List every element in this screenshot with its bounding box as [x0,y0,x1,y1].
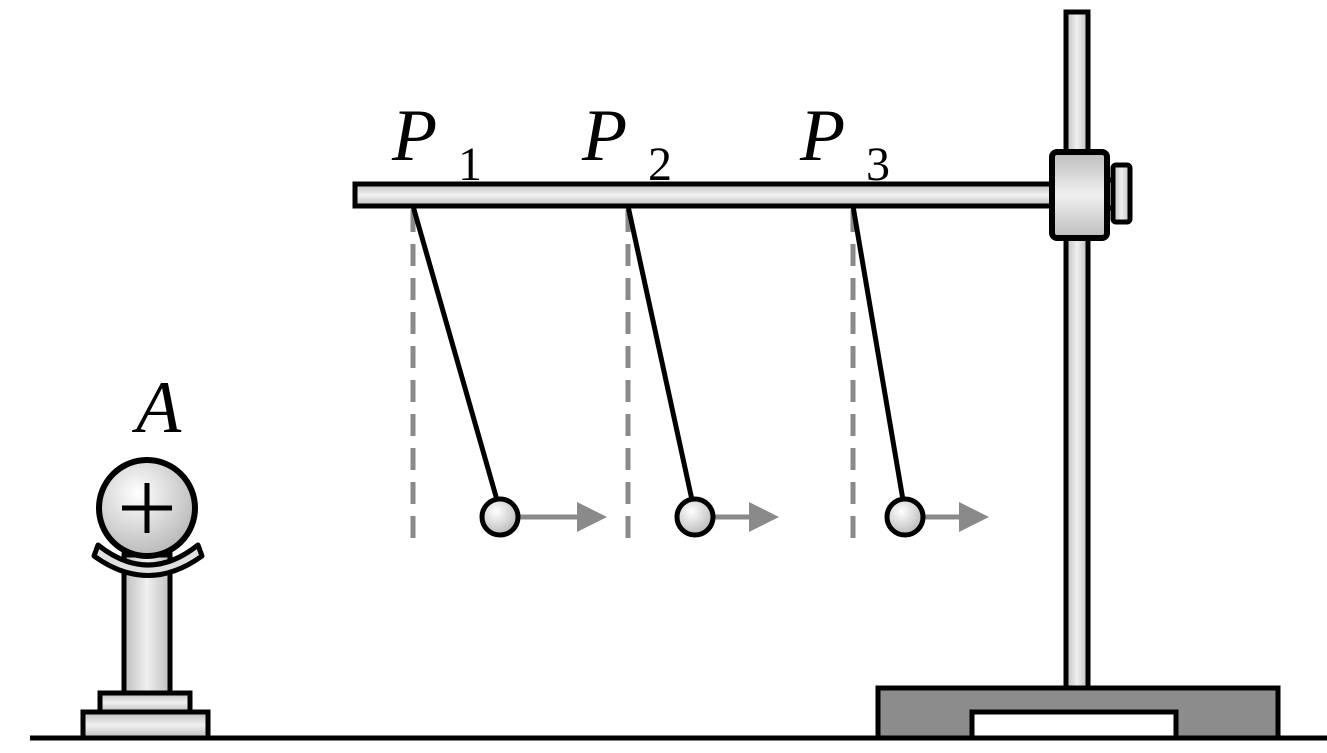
base-upper [97,690,193,715]
charged-ball [674,496,716,538]
stand-base-slot [969,709,1179,741]
svg-text:2: 2 [648,138,672,191]
plus-sign-icon [122,483,172,533]
point-label-p2: P 2 [581,95,672,191]
svg-text:3: 3 [866,138,890,191]
pendulum-p3 [850,205,989,538]
charged-ball [479,496,521,538]
sphere-cup [91,542,205,578]
svg-text:P: P [391,95,437,177]
point-label-p1: P 1 [391,95,482,191]
charged-ball [884,496,926,538]
pendulum-p2 [625,205,779,538]
charged-body-a: A [80,367,211,741]
clamp-screw-knob [1110,162,1133,225]
label-a: A [131,367,182,449]
thread [410,205,500,501]
thread [625,205,695,501]
vertical-rod [1063,9,1091,691]
point-label-p3: P 3 [799,95,890,191]
iron-stand [352,9,1281,741]
base-lower [80,709,211,741]
svg-text:1: 1 [458,138,482,191]
clamp [1049,149,1110,241]
pendulum-p1 [410,205,607,538]
svg-text:P: P [581,95,627,177]
thread [850,205,906,501]
svg-text:P: P [799,95,845,177]
